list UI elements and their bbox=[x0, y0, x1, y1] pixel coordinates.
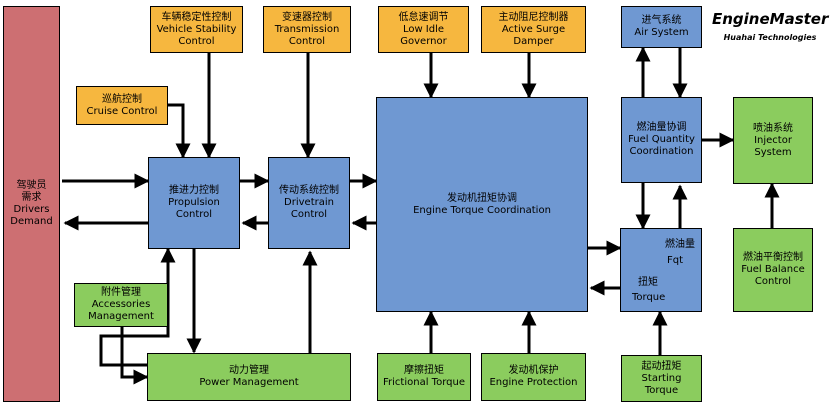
engine-protection-block: 发动机保护 Engine Protection bbox=[481, 353, 586, 401]
air-system-block: 进气系统 Air System bbox=[621, 6, 702, 48]
starting-torque-block: 起动扭矩 Starting Torque bbox=[621, 355, 702, 402]
injector-system-block: 喷油系统 Injector System bbox=[733, 97, 813, 184]
fuel-quantity-coordination-label-cn: 燃油量协调 bbox=[636, 122, 687, 133]
accessories-management-block: 附件管理 Accessories Management bbox=[74, 283, 168, 327]
low-idle-governor-block: 低怠速调节 Low Idle Governor bbox=[378, 6, 469, 53]
drivers-demand-label-cn-2: 需求 bbox=[21, 192, 42, 203]
vehicle-stability-label-en-1: Vehicle Stability bbox=[156, 23, 237, 35]
drivers-demand-label-en-1: Drivers bbox=[13, 204, 50, 215]
vehicle-stability-label-en-2: Control bbox=[178, 35, 215, 47]
accessories-management-label-en-2: Management bbox=[88, 311, 154, 322]
transmission-control-block: 变速器控制 Transmission Control bbox=[263, 6, 351, 53]
engine-torque-coordination-label-cn: 发动机扭矩协调 bbox=[447, 192, 517, 204]
fuel-balance-control-label-cn: 燃油平衡控制 bbox=[743, 252, 803, 263]
accessories-management-label-cn: 附件管理 bbox=[101, 287, 141, 298]
brand-logo: EngineMaster Huahai Technologies bbox=[712, 10, 828, 43]
vehicle-stability-label-cn: 车辆稳定性控制 bbox=[161, 11, 232, 23]
brand-subtitle: Huahai Technologies bbox=[723, 33, 817, 42]
fuel-quantity-coordination-block: 燃油量协调 Fuel Quantity Coordination bbox=[621, 97, 702, 183]
drivers-demand-label-cn-1: 驾驶员 bbox=[16, 180, 47, 191]
propulsion-control-label-en-2: Control bbox=[175, 209, 213, 220]
cruise-control-label-en: Cruise Control bbox=[86, 105, 158, 117]
active-surge-damper-label-en-2: Damper bbox=[513, 35, 554, 47]
frictional-torque-label-en: Frictional Torque bbox=[383, 377, 465, 388]
fuel-balance-control-label-en-1: Fuel Balance bbox=[741, 264, 805, 275]
drivetrain-control-label-en-2: Control bbox=[290, 209, 328, 220]
cruise-control-label-cn: 巡航控制 bbox=[102, 93, 142, 105]
converter-fuel-label-en: Fqt bbox=[666, 255, 683, 266]
drivers-demand-block: 驾驶员 需求 Drivers Demand bbox=[3, 6, 60, 402]
drivetrain-control-block: 传动系统控制 Drivetrain Control bbox=[268, 157, 350, 249]
active-surge-damper-label-en-1: Active Surge bbox=[501, 23, 566, 35]
fuel-balance-control-block: 燃油平衡控制 Fuel Balance Control bbox=[733, 228, 813, 312]
air-system-label-en: Air System bbox=[634, 27, 689, 38]
active-surge-damper-block: 主动阻尼控制器 Active Surge Damper bbox=[481, 6, 586, 53]
fuel-quantity-coordination-label-en-2: Coordination bbox=[629, 146, 694, 157]
fuel-torque-converter-block: 燃油量 Fqt 扭矩 Torque bbox=[620, 228, 702, 312]
accessories-management-label-en-1: Accessories bbox=[91, 299, 151, 310]
starting-torque-label-en-2: Torque bbox=[644, 384, 679, 396]
engine-protection-label-en: Engine Protection bbox=[489, 377, 578, 388]
transmission-control-label-cn: 变速器控制 bbox=[282, 11, 332, 23]
injector-system-label-cn: 喷油系统 bbox=[753, 122, 793, 134]
starting-torque-label-cn: 起动扭矩 bbox=[641, 360, 682, 372]
starting-torque-label-en-1: Starting bbox=[641, 372, 682, 384]
power-management-label-en: Power Management bbox=[199, 377, 299, 388]
converter-torque-label-en: Torque bbox=[632, 292, 666, 303]
low-idle-governor-label-en-1: Low Idle bbox=[402, 23, 445, 35]
cruise-control-block: 巡航控制 Cruise Control bbox=[76, 86, 168, 125]
fuel-balance-control-label-en-2: Control bbox=[754, 276, 792, 287]
frictional-torque-block: 摩擦扭矩 Frictional Torque bbox=[377, 353, 471, 401]
transmission-control-label-en-1: Transmission bbox=[274, 23, 340, 35]
engine-torque-coordination-block: 发动机扭矩协调 Engine Torque Coordination bbox=[376, 97, 588, 312]
engine-torque-coordination-label-en: Engine Torque Coordination bbox=[413, 204, 551, 216]
active-surge-damper-label-cn: 主动阻尼控制器 bbox=[498, 11, 569, 23]
low-idle-governor-label-en-2: Governor bbox=[400, 35, 447, 47]
drivers-demand-label-en-2: Demand bbox=[10, 216, 53, 227]
frictional-torque-label-cn: 摩擦扭矩 bbox=[404, 365, 444, 376]
drivetrain-control-label-cn: 传动系统控制 bbox=[279, 185, 339, 196]
arrow-power-to-propulsion bbox=[99, 247, 176, 367]
arrow-cruise-to-propulsion bbox=[168, 103, 191, 159]
brand-title: EngineMaster bbox=[712, 10, 829, 28]
power-management-label-cn: 动力管理 bbox=[229, 365, 269, 376]
arrow-accessories-to-power bbox=[120, 327, 149, 385]
propulsion-control-block: 推进力控制 Propulsion Control bbox=[148, 157, 240, 249]
power-management-block: 动力管理 Power Management bbox=[147, 353, 351, 401]
engine-protection-label-cn: 发动机保护 bbox=[508, 365, 559, 376]
transmission-control-label-en-2: Control bbox=[288, 35, 326, 47]
vehicle-stability-block: 车辆稳定性控制 Vehicle Stability Control bbox=[150, 6, 243, 53]
propulsion-control-label-en-1: Propulsion bbox=[168, 197, 220, 208]
injector-system-label-en-1: Injector bbox=[754, 134, 792, 146]
low-idle-governor-label-cn: 低怠速调节 bbox=[398, 11, 449, 23]
injector-system-label-en-2: System bbox=[754, 146, 792, 158]
propulsion-control-label-cn: 推进力控制 bbox=[169, 185, 219, 196]
fuel-quantity-coordination-label-en-1: Fuel Quantity bbox=[628, 134, 695, 145]
converter-torque-label-cn: 扭矩 bbox=[638, 277, 658, 288]
converter-fuel-label-cn: 燃油量 bbox=[665, 239, 695, 250]
drivetrain-control-label-en-1: Drivetrain bbox=[284, 197, 334, 208]
air-system-label-cn: 进气系统 bbox=[641, 15, 682, 26]
